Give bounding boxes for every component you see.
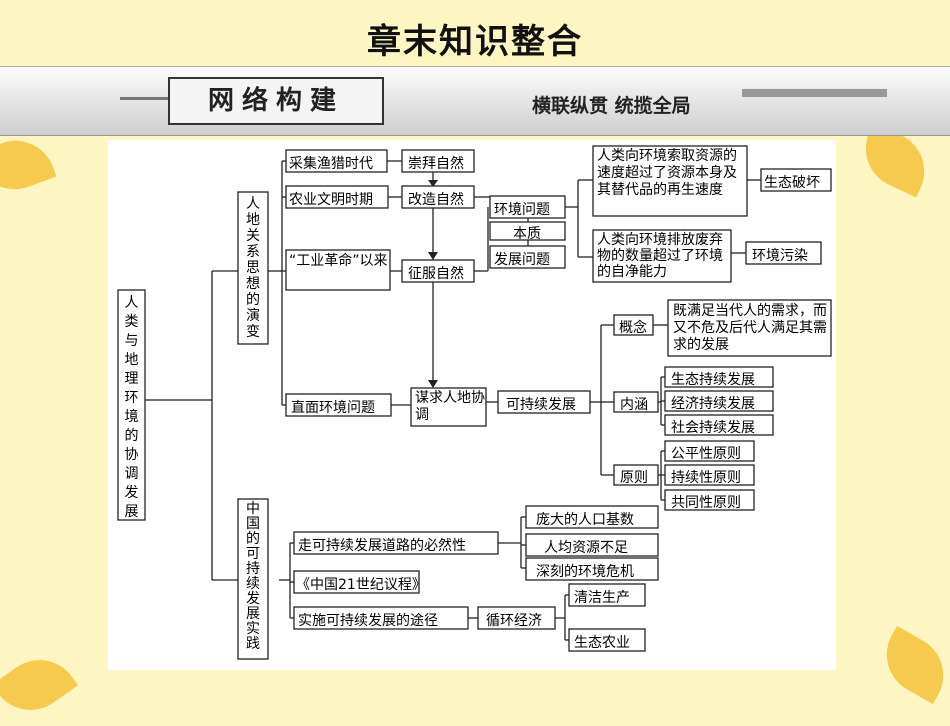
branch2-label: 中国的可持续发展实践 xyxy=(246,501,260,652)
section-banner: 网络构建 横联纵贯 统揽全局 xyxy=(0,66,950,136)
env-problem: 环境问题 xyxy=(494,202,550,218)
concept-text: 既满足当代人的需求，而又不危及后代人满足其需求的发展 xyxy=(673,303,827,353)
sustainable-dev: 可持续发展 xyxy=(506,397,576,413)
dev-problem-box xyxy=(489,245,566,269)
result-eco-damage-box xyxy=(760,168,832,192)
essence: 本质 xyxy=(513,226,541,242)
env-problem-box xyxy=(489,195,566,219)
concept: 概念 xyxy=(619,320,647,336)
content: 内涵 xyxy=(620,397,648,413)
result-eco-damage: 生态破坏 xyxy=(764,175,820,191)
fairness-box xyxy=(664,440,755,462)
concept-box xyxy=(613,314,654,336)
root-label-text: 人类与地理环境的协调发展 xyxy=(124,295,139,520)
dev-problem: 发展问题 xyxy=(494,252,550,268)
social-sustain-box xyxy=(664,414,774,436)
connector-lines xyxy=(145,160,761,641)
banner-heading: 网络构建 xyxy=(168,77,384,125)
era-industrial-box xyxy=(285,249,391,291)
cause-resource: 人类向环境索取资源的速度超过了资源本身及其替代品的再生速度 xyxy=(597,148,737,198)
clean-prod-box xyxy=(568,583,646,607)
social-sustain: 社会持续发展 xyxy=(671,420,755,436)
attitude-transform: 改造自然 xyxy=(408,192,464,208)
attitude-transform-box xyxy=(401,185,475,209)
page-title: 章末知识整合 xyxy=(367,22,583,62)
attitude-conquer: 征服自然 xyxy=(408,266,464,282)
cause-waste-box xyxy=(592,229,732,283)
root-node xyxy=(117,289,146,521)
era-hunting: 采集渔猎时代 xyxy=(289,156,373,172)
branch-china-sustainable xyxy=(237,498,269,660)
banner-decoration xyxy=(742,89,887,97)
branch1-label: 人地关系思想的演变 xyxy=(246,196,260,340)
attitude-worship: 崇拜自然 xyxy=(408,156,464,172)
result-pollution-box xyxy=(745,241,822,265)
crisis: 深刻的环境危机 xyxy=(536,564,634,580)
coordination: 谋求人地协调 xyxy=(415,390,485,423)
result-pollution: 环境污染 xyxy=(752,248,808,264)
path-box xyxy=(293,606,469,630)
eco-sustain-box xyxy=(664,366,774,388)
leaf-decoration xyxy=(872,625,950,705)
eco-agri: 生态农业 xyxy=(574,635,630,651)
path: 实施可持续发展的途径 xyxy=(298,613,438,629)
branch-human-land-thought xyxy=(237,191,269,345)
sustainability-box xyxy=(664,464,755,486)
era-industrial: “工业革命”以来 xyxy=(289,253,388,269)
agenda: 《中国21世纪议程》 xyxy=(296,577,426,593)
econ-sustain: 经济持续发展 xyxy=(671,396,755,412)
concept-map: 人类与地理环境的协调发展 人地关系思想的演变 中国的可持续发展实践 采集渔猎时代… xyxy=(108,140,836,670)
eco-agri-box xyxy=(568,628,646,652)
resource-box xyxy=(525,533,659,557)
principle: 原则 xyxy=(620,470,648,486)
sustainable-dev-box xyxy=(497,390,591,414)
cause-waste: 人类向环境排放废弃物的数量超过了环境的自净能力 xyxy=(597,232,723,280)
econ-sustain-box xyxy=(664,390,774,412)
resource: 人均资源不足 xyxy=(544,540,628,556)
pop: 庞大的人口基数 xyxy=(536,512,634,528)
era-agriculture-box xyxy=(285,185,389,209)
era-agriculture: 农业文明时期 xyxy=(289,192,373,208)
commonality: 共同性原则 xyxy=(671,495,741,511)
attitude-conquer-box xyxy=(401,259,475,283)
circular-econ-box xyxy=(477,606,556,630)
principle-box xyxy=(613,464,659,486)
era-face-env: 直面环境问题 xyxy=(291,400,375,416)
sustainability: 持续性原则 xyxy=(671,470,741,486)
era-hunting-box xyxy=(285,149,388,173)
agenda-box xyxy=(293,570,420,594)
essence-box xyxy=(489,221,566,241)
content-box xyxy=(613,391,659,413)
commonality-box xyxy=(664,489,755,511)
necessity-box xyxy=(293,531,499,555)
attitude-worship-box xyxy=(401,149,475,173)
coordination-box xyxy=(410,387,487,427)
banner-subtitle: 横联纵贯 统揽全局 xyxy=(532,95,691,117)
circular-econ: 循环经济 xyxy=(486,613,542,629)
clean-prod: 清洁生产 xyxy=(574,590,630,606)
necessity: 走可持续发展道路的必然性 xyxy=(298,538,466,554)
concept-map-svg xyxy=(117,145,832,660)
leaf-decoration xyxy=(0,644,79,726)
banner-divider xyxy=(120,97,168,100)
fairness: 公平性原则 xyxy=(671,446,741,462)
crisis-box xyxy=(525,557,659,581)
pop-box xyxy=(525,505,659,529)
era-face-env-box xyxy=(285,393,392,417)
concept-text-box xyxy=(667,299,832,357)
eco-sustain: 生态持续发展 xyxy=(671,372,755,388)
leaf-decoration xyxy=(0,129,57,201)
cause-resource-box xyxy=(592,145,748,217)
